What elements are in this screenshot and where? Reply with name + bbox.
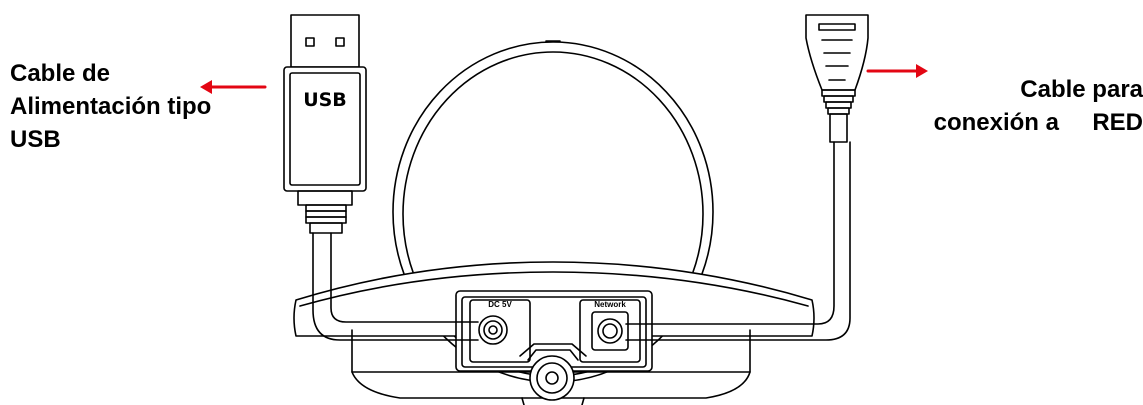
network-cable-label-line-1: Cable para <box>1020 76 1143 103</box>
right-arrow-icon <box>866 64 928 78</box>
power-cable-label-line-1: Cable de <box>10 60 111 87</box>
dc-port-label: DC 5V <box>488 300 512 309</box>
network-plug-icon <box>805 14 869 143</box>
power-cable-label-line-3: USB <box>10 126 61 153</box>
network-port-label: Network <box>594 300 626 309</box>
usb-plug-text: USB <box>303 89 347 111</box>
usb-plug-icon <box>283 14 367 234</box>
power-cable-label-line-2: Alimentación tipo <box>10 93 212 120</box>
center-mount-icon <box>529 355 575 401</box>
network-cable-label: Cable para conexión a RED <box>915 73 1143 139</box>
network-cable <box>625 141 851 341</box>
network-cable-label-line-2: conexión a RED <box>933 109 1143 136</box>
dc-port-icon <box>478 315 508 345</box>
usb-cable <box>312 232 479 341</box>
network-port-icon <box>591 311 629 351</box>
left-arrow-icon <box>200 80 267 94</box>
power-cable-label: Cable de Alimentación tipo USB <box>10 57 270 156</box>
